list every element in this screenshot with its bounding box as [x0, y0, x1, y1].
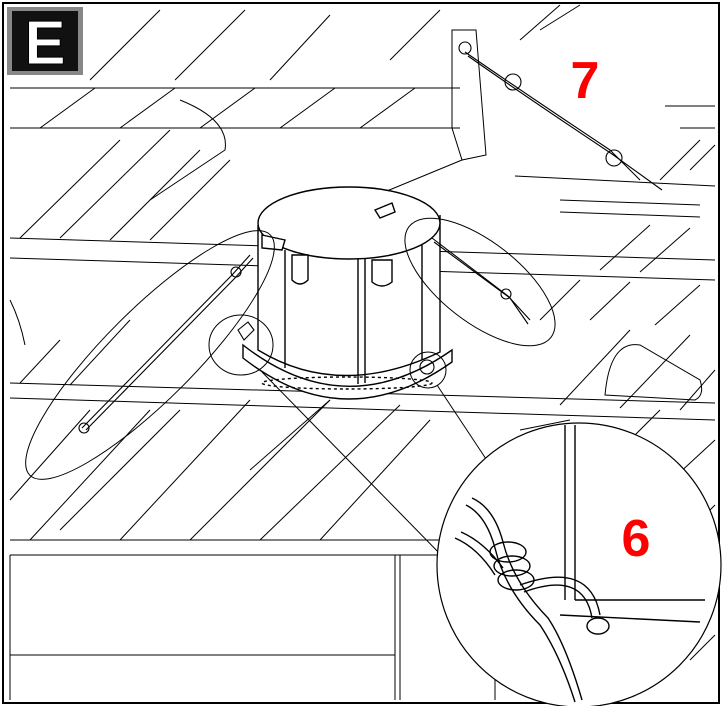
callout-7: 7 [571, 52, 600, 110]
step-letter: E [24, 9, 65, 78]
speaker-back-can [242, 186, 453, 400]
detail-magnifier [436, 422, 722, 706]
support-wires [78, 41, 663, 434]
step-letter-box: E [7, 7, 83, 79]
callout-6: 6 [622, 510, 651, 568]
ceiling-structure [9, 4, 716, 700]
highlight-ellipses [25, 217, 556, 561]
